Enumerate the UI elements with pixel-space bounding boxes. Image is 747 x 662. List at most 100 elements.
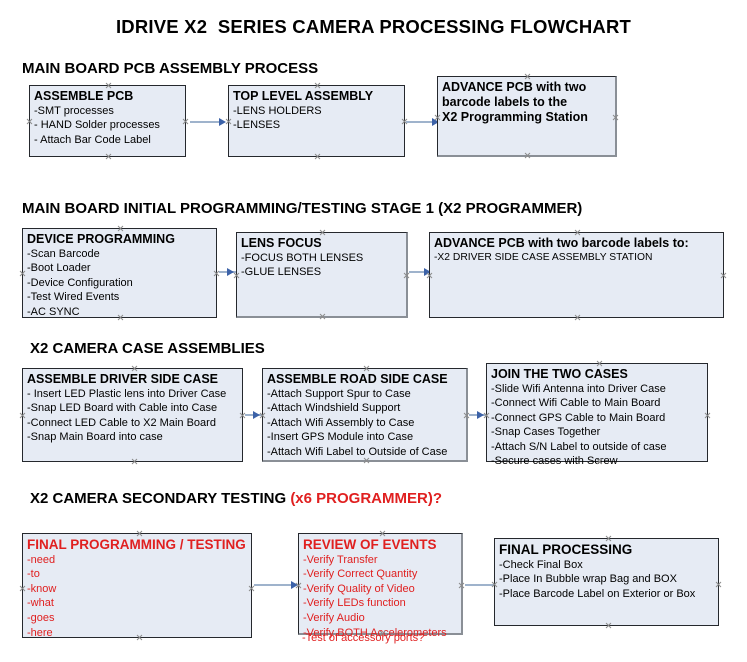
connection-handle-left[interactable] <box>225 118 232 125</box>
box-device-programming[interactable]: DEVICE PROGRAMMING -Scan Barcode -Boot L… <box>22 228 217 318</box>
connection-handle-right[interactable] <box>704 412 711 419</box>
connection-handle-right[interactable] <box>715 581 722 588</box>
connection-handle-top[interactable] <box>314 82 321 89</box>
connection-handle-left[interactable] <box>19 412 26 419</box>
list-item: -here <box>27 626 53 639</box>
box-title: FINAL PROCESSING <box>499 542 633 557</box>
box-assemble-pcb[interactable]: ASSEMBLE PCB -SMT processes - HAND Solde… <box>29 85 186 157</box>
list-item: -Attach Windshield Support <box>267 402 401 415</box>
box-review-of-events[interactable]: REVIEW OF EVENTS -Verify Transfer -Verif… <box>298 530 465 639</box>
connector-review-of-events-to-final-processing <box>465 584 507 586</box>
box-title: ASSEMBLE PCB <box>34 89 134 103</box>
connection-handle-right[interactable] <box>612 114 619 121</box>
box-item-list: -need -to -know -what -goes -here <box>27 553 247 640</box>
connection-handle-bottom[interactable] <box>605 622 612 629</box>
box-title: DEVICE PROGRAMMING <box>27 232 175 246</box>
section-header-main-board-pcb-assembly: MAIN BOARD PCB ASSEMBLY PROCESS <box>22 60 318 77</box>
box-item-list: - Insert LED Plastic lens into Driver Ca… <box>27 387 238 445</box>
connector-lens-focus-to-advance-pcb-driver <box>409 271 429 273</box>
arrowhead-icon <box>219 118 226 126</box>
box-advance-pcb-driver-side-station[interactable]: ADVANCE PCB with two barcode labels to: … <box>429 232 724 318</box>
list-item: -Connect Wifi Cable to Main Board <box>491 397 661 410</box>
list-item: -goes <box>27 611 55 624</box>
connection-handle-bottom[interactable] <box>319 313 326 320</box>
connection-handle-bottom[interactable] <box>131 458 138 465</box>
arrowhead-icon <box>477 411 484 419</box>
connection-handle-top[interactable] <box>363 365 370 372</box>
connection-handle-bottom[interactable] <box>314 153 321 160</box>
list-item: -Verify BOTH Accelerometers <box>303 626 447 639</box>
box-final-programming-testing[interactable]: FINAL PROGRAMMING / TESTING -need -to -k… <box>19 530 255 640</box>
box-title: FINAL PROGRAMMING / TESTING <box>27 537 246 552</box>
list-item: -Connect LED Cable to X2 Main Board <box>27 416 216 429</box>
list-item: -Snap Main Board into case <box>27 431 163 444</box>
connection-handle-right[interactable] <box>458 582 465 589</box>
box-item-list: -Check Final Box -Place In Bubble wrap B… <box>499 558 714 602</box>
arrowhead-icon <box>227 268 234 276</box>
connection-handle-top[interactable] <box>596 360 603 367</box>
connection-handle-top[interactable] <box>136 530 143 537</box>
list-item: -Verify Quality of Video <box>303 582 415 595</box>
connection-handle-top[interactable] <box>105 82 112 89</box>
list-item: -Snap LED Board with Cable into Case <box>27 402 218 415</box>
connection-handle-left[interactable] <box>233 272 240 279</box>
box-top-level-assembly[interactable]: TOP LEVEL ASSEMBLY -LENS HOLDERS -LENSES <box>228 85 405 157</box>
box-lens-focus[interactable]: LENS FOCUS -FOCUS BOTH LENSES -GLUE LENS… <box>236 232 408 318</box>
box-title-line-1: ADVANCE PCB with two <box>442 80 587 94</box>
connection-handle-bottom[interactable] <box>574 314 581 321</box>
connection-handle-top[interactable] <box>379 530 386 537</box>
connector-top-level-to-advance-pcb <box>406 121 436 123</box>
box-title: ASSEMBLE DRIVER SIDE CASE <box>27 372 219 386</box>
connection-handle-left[interactable] <box>19 585 26 592</box>
connector-final-programming-to-review-of-events <box>254 584 296 586</box>
box-advance-pcb-programming-station[interactable]: ADVANCE PCB with two barcode labels to t… <box>437 76 617 157</box>
arrowhead-icon <box>253 411 260 419</box>
review-of-events-overflow-item: -Test of accessory ports? <box>302 632 425 644</box>
section-header-text: X2 CAMERA SECONDARY TESTING <box>30 490 291 507</box>
section-header-x2-camera-case-assemblies: X2 CAMERA CASE ASSEMBLIES <box>30 340 265 357</box>
box-final-processing[interactable]: FINAL PROCESSING -Check Final Box -Place… <box>494 538 719 626</box>
page-title: IDRIVE X2 SERIES CAMERA PROCESSING FLOWC… <box>115 16 632 37</box>
list-item: -GLUE LENSES <box>241 266 322 279</box>
section-header-text: MAIN BOARD PCB ASSEMBLY PROCESS <box>22 60 319 77</box>
list-item: -Attach S/N Label to outside of case <box>491 440 667 453</box>
connection-handle-top[interactable] <box>319 229 326 236</box>
list-item: -Attach Wifi Assembly to Case <box>267 416 415 429</box>
box-item-list: -Attach Support Spur to Case -Attach Win… <box>267 387 462 460</box>
list-item: -Attach Support Spur to Case <box>267 387 411 400</box>
connection-handle-top[interactable] <box>605 535 612 542</box>
box-join-the-two-cases[interactable]: JOIN THE TWO CASES -Slide Wifi Antenna i… <box>486 360 711 467</box>
list-item: -Verify Transfer <box>303 553 378 566</box>
box-item-list: -Slide Wifi Antenna into Driver Case -Co… <box>491 382 703 469</box>
connection-handle-top[interactable] <box>574 229 581 236</box>
connection-handle-bottom[interactable] <box>524 152 531 159</box>
connection-handle-top[interactable] <box>131 365 138 372</box>
list-item: -LENSES <box>233 119 281 132</box>
box-title: REVIEW OF EVENTS <box>303 537 437 552</box>
list-item: -Scan Barcode <box>27 247 100 260</box>
arrowhead-icon <box>432 118 439 126</box>
list-item: -to <box>27 568 40 581</box>
connection-handle-right[interactable] <box>182 118 189 125</box>
section-header-main-board-initial-programming: MAIN BOARD INITIAL PROGRAMMING/TESTING S… <box>22 200 582 217</box>
list-item: -Boot Loader <box>27 262 91 275</box>
box-title: ADVANCE PCB with two barcode labels to: <box>434 236 689 250</box>
connection-handle-right[interactable] <box>403 272 410 279</box>
connection-handle-top[interactable] <box>524 73 531 80</box>
box-assemble-driver-side-case[interactable]: ASSEMBLE DRIVER SIDE CASE - Insert LED P… <box>22 368 243 462</box>
box-title-line-2: barcode labels to the <box>442 94 568 109</box>
box-title-line-3: X2 Programming Station <box>442 109 588 124</box>
connection-handle-right[interactable] <box>720 272 727 279</box>
connection-handle-right[interactable] <box>248 585 255 592</box>
connection-handle-bottom[interactable] <box>105 153 112 160</box>
connection-handle-left[interactable] <box>26 118 33 125</box>
list-item: -Place In Bubble wrap Bag and BOX <box>499 573 677 586</box>
connector-assemble-pcb-to-top-level <box>190 121 222 123</box>
list-item: -LENS HOLDERS <box>233 104 322 117</box>
list-item: -X2 DRIVER SIDE CASE ASSEMBLY STATION <box>434 251 653 263</box>
box-assemble-road-side-case[interactable]: ASSEMBLE ROAD SIDE CASE -Attach Support … <box>262 368 468 462</box>
connection-handle-left[interactable] <box>19 270 26 277</box>
connection-handle-top[interactable] <box>117 225 124 232</box>
list-item: -Secure cases with Screw <box>491 455 618 468</box>
